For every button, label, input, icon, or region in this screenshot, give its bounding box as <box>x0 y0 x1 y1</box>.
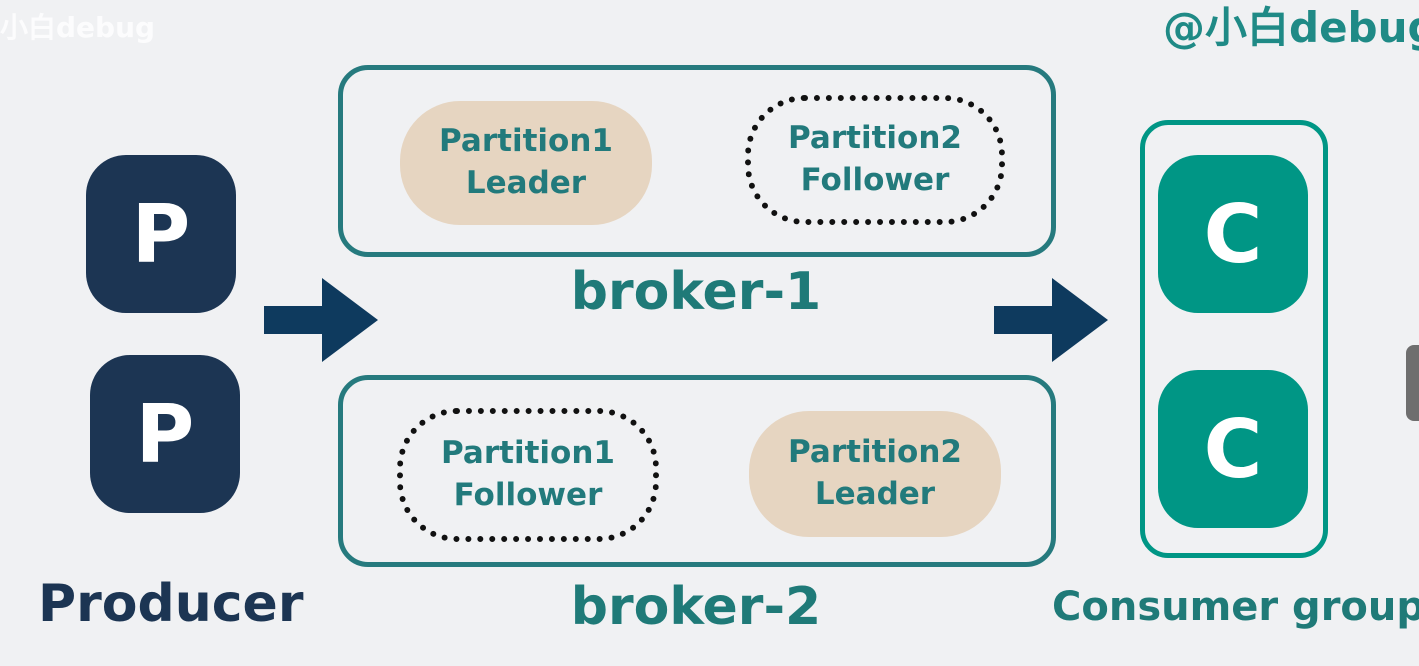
consumer-group-box <box>1140 120 1328 558</box>
producer-box-2: P <box>90 355 240 513</box>
producer-box-1: P <box>86 155 236 313</box>
watermark-left: 小白debug <box>0 11 156 44</box>
consumer-box-1: C <box>1158 155 1308 313</box>
broker-2-box: Partition1 Follower Partition2 Leader <box>338 375 1056 567</box>
scroll-handle[interactable] <box>1406 345 1419 421</box>
broker-1-box: Partition1 Leader Partition2 Follower <box>338 65 1056 257</box>
consumer-group-label: Consumer group <box>1052 584 1419 630</box>
partition-role: Leader <box>814 476 936 512</box>
consumer-box-2: C <box>1158 370 1308 528</box>
broker-2-partition2-leader: Partition2 Leader <box>749 411 1001 537</box>
broker-1-partition2-follower: Partition2 Follower <box>745 95 1005 225</box>
broker-2-label: broker-2 <box>570 577 822 637</box>
partition-role: Follower <box>453 477 603 513</box>
broker-1-label: broker-1 <box>570 262 822 322</box>
right-arrow-icon <box>264 278 378 362</box>
producer-label: Producer <box>38 574 304 634</box>
partition-role: Follower <box>800 162 950 198</box>
partition-role: Leader <box>465 165 587 201</box>
right-arrow-icon <box>994 278 1108 362</box>
watermark-right: @小白debug <box>1163 3 1419 52</box>
partition-name: Partition1 <box>439 123 613 160</box>
partition-name: Partition2 <box>788 434 962 471</box>
partition-name: Partition2 <box>788 120 962 157</box>
broker-2-partition1-follower: Partition1 Follower <box>397 408 659 542</box>
partition-name: Partition1 <box>441 435 615 472</box>
broker-1-partition1-leader: Partition1 Leader <box>400 101 652 225</box>
